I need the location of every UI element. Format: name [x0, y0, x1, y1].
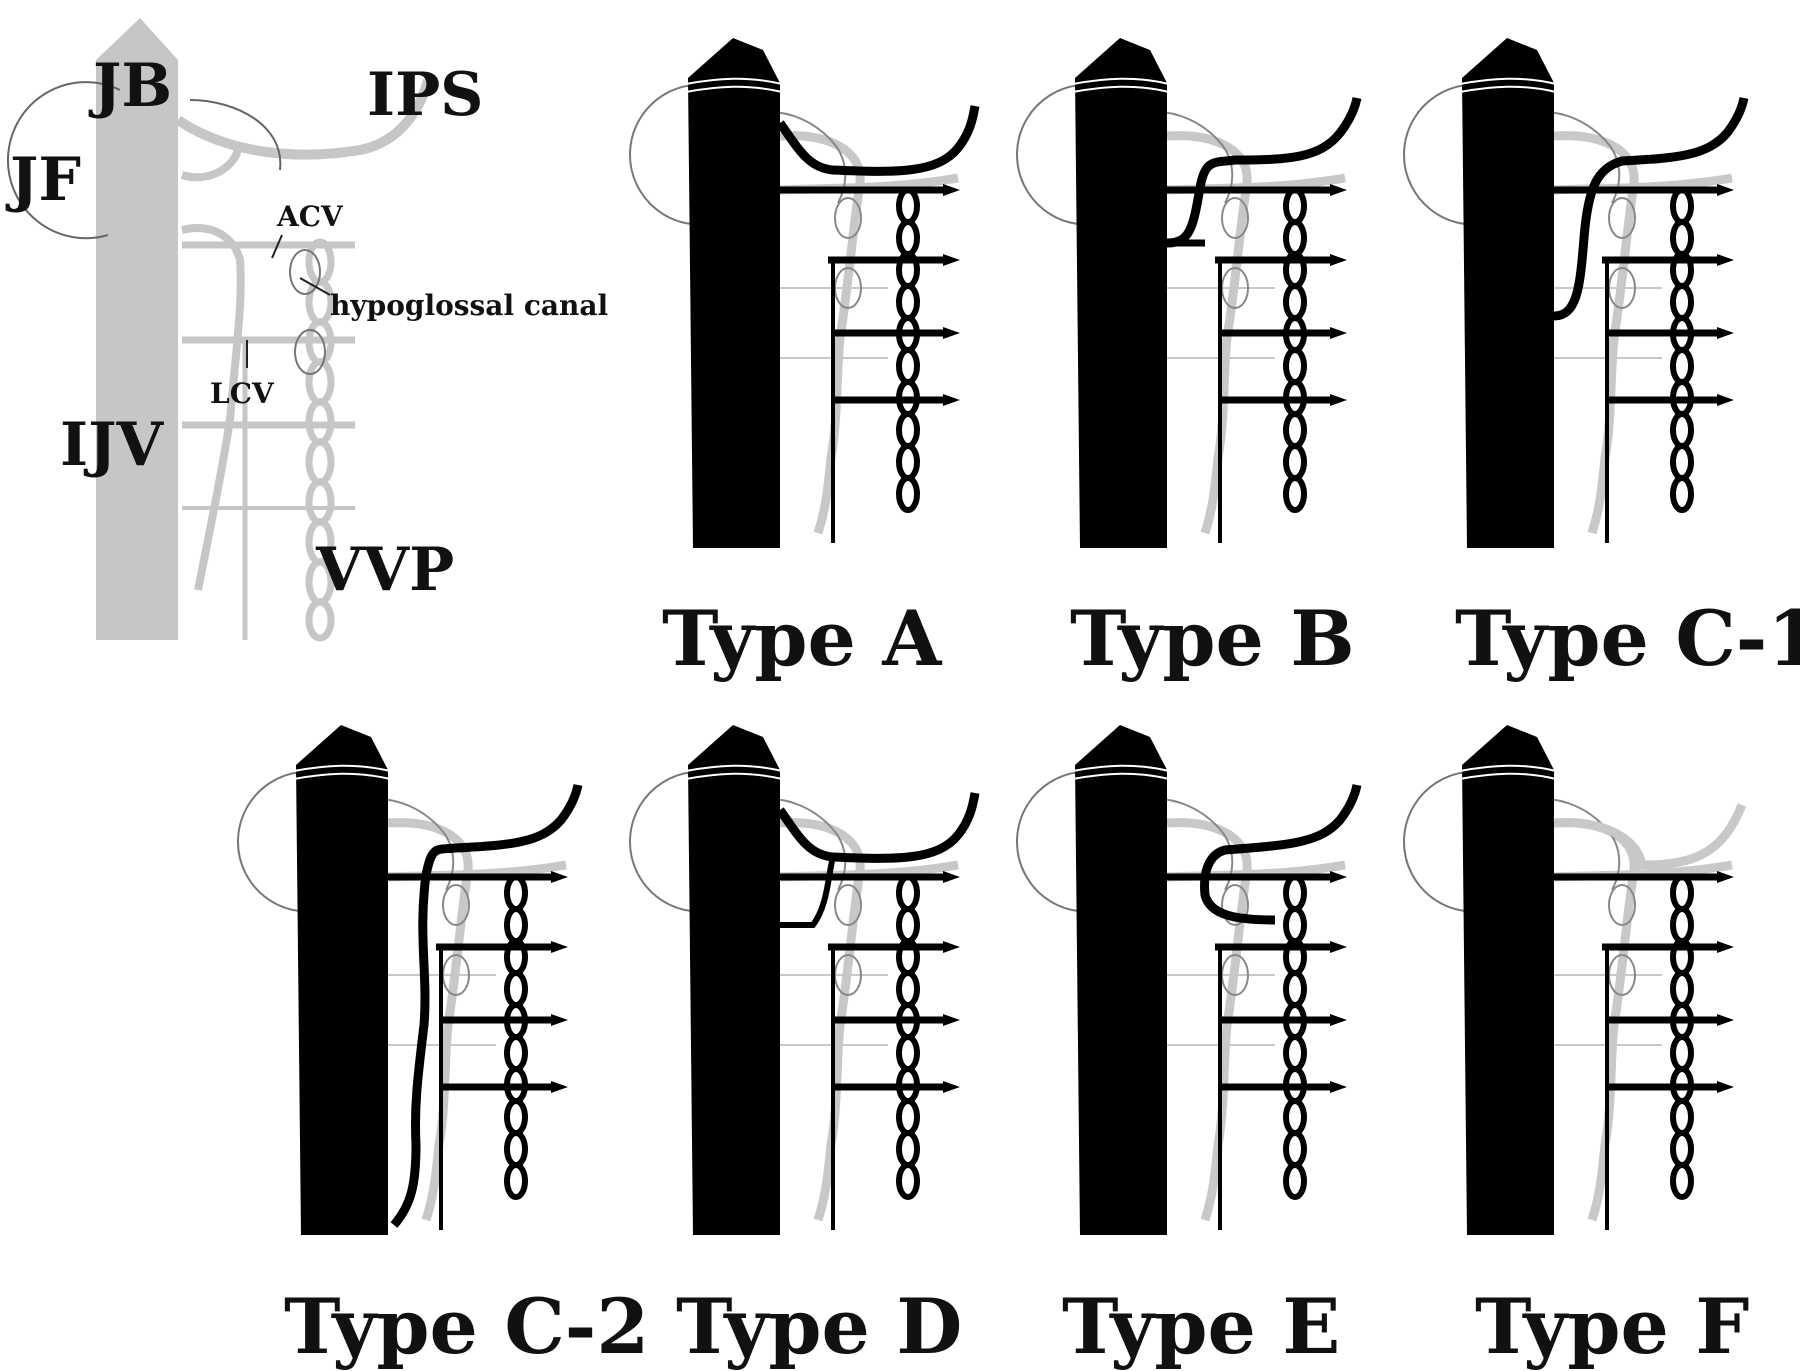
ijv-label: IJV — [60, 410, 164, 480]
type-c1-panel — [1404, 37, 1749, 549]
type-a-panel — [630, 37, 980, 549]
schematic-panel: JB JF IPS ACV hypoglossal canal LCV IJV … — [5, 18, 608, 642]
type-b-panel — [1017, 37, 1362, 549]
jb-label: JB — [88, 51, 172, 121]
vvp-label: VVP — [315, 535, 454, 605]
type-f-label: Type F — [1475, 1282, 1749, 1371]
ips-label: IPS — [367, 60, 484, 130]
lcv-label: LCV — [210, 377, 275, 410]
type-a-label: Type A — [662, 594, 942, 683]
type-c1-label: Type C-1 — [1455, 594, 1800, 683]
type-c2-panel — [238, 724, 583, 1236]
type-e-panel — [1017, 724, 1362, 1236]
type-d-panel — [630, 724, 980, 1236]
type-c2-label: Type C-2 — [284, 1282, 649, 1371]
type-b-label: Type B — [1070, 594, 1355, 683]
hypoglossal-canal-label: hypoglossal canal — [330, 289, 608, 322]
type-f-panel — [1404, 724, 1747, 1236]
jf-label: JF — [5, 145, 81, 215]
type-e-label: Type E — [1062, 1282, 1340, 1371]
acv-label: ACV — [276, 200, 344, 233]
type-d-label: Type D — [676, 1282, 962, 1371]
